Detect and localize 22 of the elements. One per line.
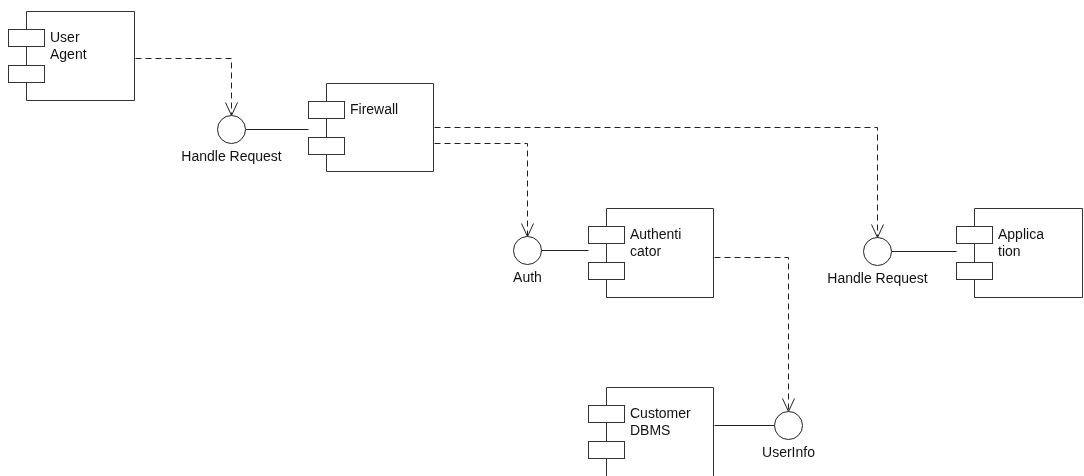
component-name: Firewall bbox=[350, 101, 400, 118]
interface-label: Handle Request bbox=[181, 148, 282, 165]
interface-label: Auth bbox=[513, 269, 542, 286]
component-box bbox=[308, 83, 434, 172]
component-box bbox=[588, 387, 714, 476]
dependency-arrow bbox=[135, 58, 238, 116]
dependency-arrow bbox=[434, 127, 884, 238]
component-name: Authenticator bbox=[630, 226, 683, 260]
connector-line bbox=[245, 129, 309, 130]
interface-label: UserInfo bbox=[762, 444, 815, 461]
connector-line bbox=[891, 251, 957, 252]
component-name: Customer DBMS bbox=[630, 405, 692, 439]
interface-label: Handle Request bbox=[827, 270, 928, 287]
connector-line bbox=[714, 425, 775, 426]
component-name: User Agent bbox=[50, 29, 88, 63]
dependency-arrow bbox=[434, 143, 534, 237]
component-name: Application bbox=[998, 226, 1045, 260]
component-box bbox=[956, 208, 1083, 298]
dependency-arrow bbox=[714, 257, 795, 412]
connector-line bbox=[541, 250, 589, 251]
component-box bbox=[8, 11, 135, 101]
component-box bbox=[588, 208, 714, 298]
